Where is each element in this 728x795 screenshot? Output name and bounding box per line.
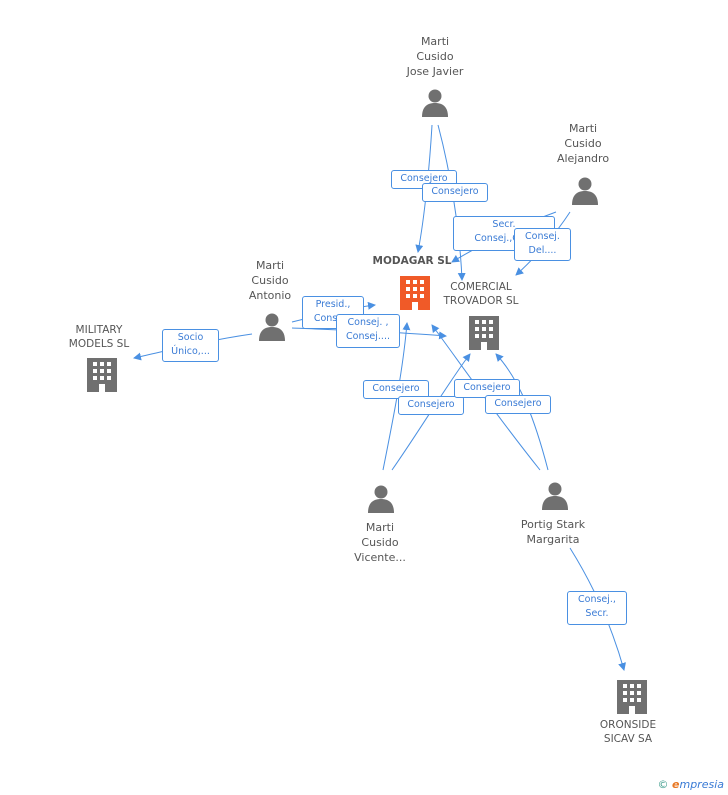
building-icon	[400, 276, 430, 310]
label-line: COMERCIAL	[450, 281, 512, 293]
empresia-logo: © empresia	[658, 778, 724, 791]
person-icon	[368, 485, 394, 513]
person-icon	[422, 89, 448, 117]
person-icon	[259, 313, 285, 341]
edge-label-line: Conse...	[313, 313, 353, 324]
label-line: Cusido	[416, 50, 454, 63]
edge-label-socio-unico[interactable]: Socio Único,...	[162, 329, 219, 362]
brand-name: mpresia	[679, 778, 724, 791]
node-label-modagar[interactable]: MODAGAR SL	[373, 254, 452, 268]
copyright-symbol: ©	[657, 778, 669, 791]
label-line: Portig Stark	[520, 518, 586, 531]
node-label-marti-vicente[interactable]: Marti Cusido Vicente...	[354, 520, 406, 565]
edge-label-line: Consej. ,	[347, 317, 389, 328]
brand-e: e	[672, 778, 680, 791]
edge-label-line: Socio	[177, 332, 204, 343]
label-line: MODAGAR SL	[372, 255, 452, 267]
person-icon	[542, 482, 568, 510]
node-label-marti-alejandro[interactable]: Marti Cusido Alejandro	[557, 121, 609, 166]
label-line: ORONSIDE	[599, 719, 657, 731]
building-icon	[87, 358, 117, 392]
edge-label-consejero[interactable]: Consejero	[485, 395, 551, 414]
label-line: MODELS SL	[68, 338, 130, 350]
label-line: MILITARY	[75, 324, 123, 336]
edge-label-line: Consejero	[463, 382, 511, 393]
edge-label-line: Consej....	[346, 331, 390, 342]
edge-label-consej-del[interactable]: Consej. Del....	[514, 228, 571, 261]
edge-label-line: Consejero	[372, 383, 420, 394]
edge-label-line: Secr.	[585, 608, 609, 619]
label-line: Marti	[365, 521, 395, 534]
edge-label-consej-secr[interactable]: Consej., Secr.	[567, 591, 627, 625]
label-line: Vicente...	[354, 551, 406, 564]
edge-label-consejero[interactable]: Consejero	[422, 183, 488, 202]
edge-label-line: Secr.	[492, 219, 516, 230]
edge-label-consejero[interactable]: Consejero	[398, 396, 464, 415]
edge-label-consej[interactable]: Consej. , Consej....	[336, 314, 400, 348]
edge-label-line: Consej.,	[578, 594, 616, 605]
label-line: Marti	[255, 259, 285, 272]
edge-label-consejero[interactable]: Consejero	[363, 380, 429, 399]
edge-label-line: Consejero	[494, 398, 542, 409]
edge-label-line: Consej.	[525, 231, 560, 242]
person-icon	[572, 177, 598, 205]
label-line: Jose Javier	[406, 65, 464, 78]
label-line: TROVADOR SL	[443, 295, 519, 307]
edge-label-line: Único,...	[171, 346, 210, 357]
building-icon	[469, 316, 499, 350]
label-line: Margarita	[526, 533, 580, 546]
edge-label-line: Consejero	[407, 399, 455, 410]
node-label-portig-stark[interactable]: Portig Stark Margarita	[521, 517, 585, 547]
node-label-marti-antonio[interactable]: Marti Cusido Antonio	[249, 258, 291, 303]
label-line: Marti	[420, 35, 450, 48]
edge-label-line: Consejero	[400, 173, 448, 184]
node-label-comercial-trovador[interactable]: COMERCIAL TROVADOR SL	[444, 280, 519, 308]
node-label-marti-jose-javier[interactable]: Marti Cusido Jose Javier	[407, 34, 464, 79]
label-line: Cusido	[361, 536, 399, 549]
label-line: SICAV SA	[603, 733, 653, 745]
building-icon	[617, 680, 647, 714]
label-line: Cusido	[564, 137, 602, 150]
edge-label-line: Presid.,	[315, 299, 351, 310]
node-label-oronside[interactable]: ORONSIDE SICAV SA	[600, 718, 656, 746]
label-line: Alejandro	[556, 152, 610, 165]
label-line: Cusido	[251, 274, 289, 287]
label-line: Antonio	[248, 289, 292, 302]
edge-label-line: Consejero	[431, 186, 479, 197]
node-label-military-models[interactable]: MILITARY MODELS SL	[69, 323, 129, 351]
edge-label-line: Consej.,Co...	[474, 233, 534, 244]
label-line: Marti	[568, 122, 598, 135]
edge-label-line: Del....	[528, 245, 557, 256]
